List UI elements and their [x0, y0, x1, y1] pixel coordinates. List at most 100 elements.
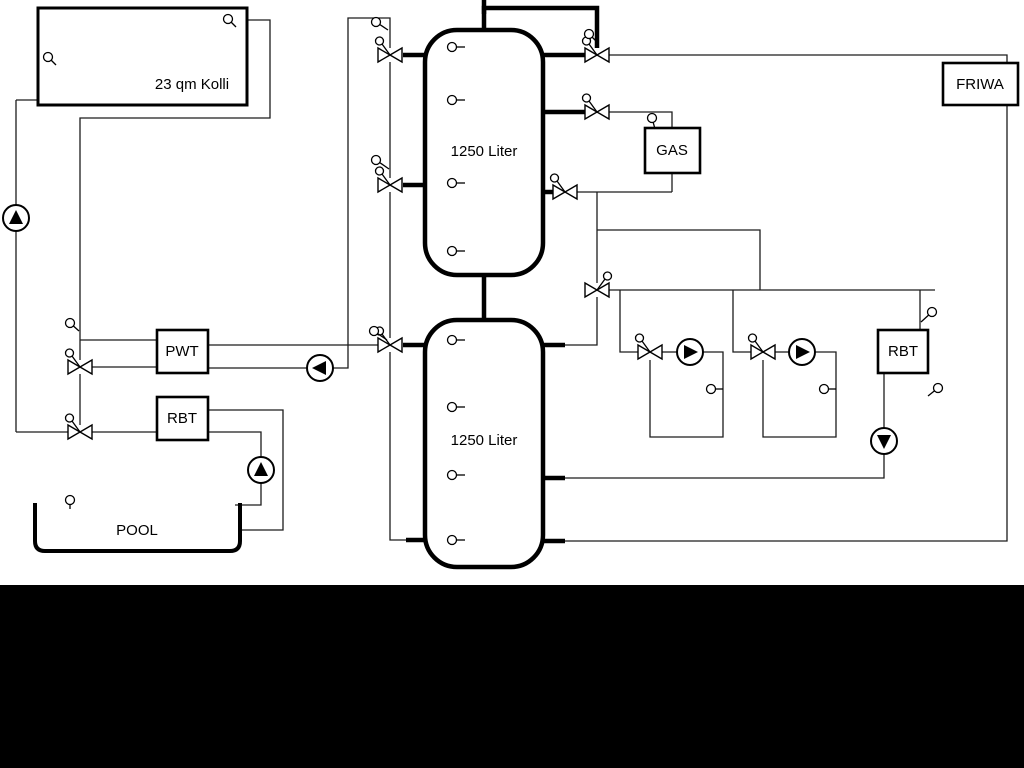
rbt-right-box [876, 328, 930, 375]
valve-actuator-stem [381, 173, 391, 186]
sensor-bulb-icon [446, 245, 458, 257]
sensor-bulb-icon [932, 382, 944, 394]
buffer-tank-top [422, 27, 546, 278]
pump-heating-circuit-1 [676, 338, 704, 366]
sensor-bulb-icon [42, 51, 54, 63]
temp-sensor [446, 177, 465, 189]
pipe [762, 351, 837, 438]
pipe [481, 5, 600, 48]
sensor-bulb-icon [446, 534, 458, 546]
valve-body [648, 343, 663, 361]
bottom-black-bar [0, 585, 1024, 768]
valve-actuator-icon [64, 413, 75, 423]
pump-direction-icon [9, 210, 23, 224]
pipe [619, 290, 638, 353]
valve-actuator-icon [747, 333, 758, 343]
sensor-bulb-icon [64, 494, 76, 506]
valve-body [584, 46, 599, 64]
pipe [732, 290, 751, 353]
valve-actuator-icon [581, 93, 592, 103]
valve-body [552, 183, 567, 201]
valve-body [563, 183, 578, 201]
pool-basin [33, 503, 242, 553]
valve-body [595, 46, 610, 64]
pipe [597, 229, 761, 290]
valve-body [78, 358, 93, 376]
sensor-bulb-icon [583, 28, 595, 40]
temp-sensor [446, 401, 465, 413]
temp-sensor [927, 382, 944, 397]
pump-pool [247, 456, 275, 484]
valve-actuator-icon [64, 348, 75, 358]
valve-header [584, 271, 613, 299]
buffer-tank-bottom-label: 1250 Liter [451, 432, 518, 449]
temp-sensor [818, 383, 836, 395]
valve-actuator-stem [556, 180, 566, 193]
valve-body [584, 103, 599, 121]
temp-sensor [446, 469, 465, 481]
valve-body [78, 423, 93, 441]
valve-body [388, 336, 403, 354]
temp-sensor [64, 317, 80, 332]
valve-body [584, 281, 599, 299]
valve-actuator-stem [71, 355, 81, 368]
valve-actuator-icon [634, 333, 645, 343]
valve-actuator-icon [374, 36, 385, 46]
sensor-bulb-icon [368, 325, 380, 337]
pipe [565, 297, 598, 346]
pump-solar [2, 204, 30, 232]
pipe [609, 111, 673, 128]
valve-body [388, 176, 403, 194]
valve-tank2-left-top [374, 326, 403, 354]
valve-gas-supply [581, 93, 610, 121]
pump-heat-exchanger [306, 354, 334, 382]
valve-pool-circuit [64, 413, 93, 441]
valve-actuator-stem [588, 100, 598, 113]
solar-collector-label: 23 qm Kolli [155, 76, 229, 93]
valve-actuator-stem [381, 43, 391, 56]
pipe [208, 17, 391, 369]
pump-direction-icon [312, 361, 326, 375]
sensor-bulb-icon [926, 306, 938, 318]
sensor-bulb-icon [370, 154, 382, 166]
sensor-bulb-icon [446, 469, 458, 481]
valve-tank1-left-mid [374, 166, 403, 194]
sensor-bulb-icon [446, 401, 458, 413]
valve-actuator-icon [374, 166, 385, 176]
valve-body [377, 46, 392, 64]
temp-sensor [920, 306, 938, 323]
temp-sensor [705, 383, 723, 395]
pump-direction-icon [877, 435, 891, 449]
solar-collector-box [36, 6, 249, 107]
valve-body [67, 358, 82, 376]
sensor-bulb-icon [446, 94, 458, 106]
valve-body [67, 423, 82, 441]
pump-direction-icon [796, 345, 810, 359]
pump-direction-icon [684, 345, 698, 359]
temp-sensor [368, 325, 388, 341]
pwt-heat-exchanger-box [155, 328, 210, 375]
valve-actuator-icon [549, 173, 560, 183]
pipe [565, 453, 885, 479]
valve-actuator-stem [754, 340, 764, 353]
symbol-layer [2, 13, 944, 546]
temp-sensor [370, 16, 389, 31]
temp-sensor [446, 41, 465, 53]
pipe [208, 409, 284, 531]
valve-actuator-stem [596, 278, 606, 291]
rbt-right-label: RBT [888, 343, 918, 360]
valve-heating-circuit-2 [747, 333, 776, 361]
sensor-bulb-icon [370, 16, 382, 28]
buffer-tank-bottom [422, 317, 546, 570]
pipe [79, 19, 271, 360]
valve-body [637, 343, 652, 361]
temp-sensor [446, 534, 465, 546]
valve-body [595, 103, 610, 121]
sensor-bulb-icon [64, 317, 76, 329]
sensor-bulb-icon [646, 112, 658, 124]
valve-actuator-icon [602, 271, 613, 281]
friwa-label: FRIWA [956, 76, 1004, 93]
friwa-box [941, 61, 1020, 107]
temp-sensor [42, 51, 57, 66]
